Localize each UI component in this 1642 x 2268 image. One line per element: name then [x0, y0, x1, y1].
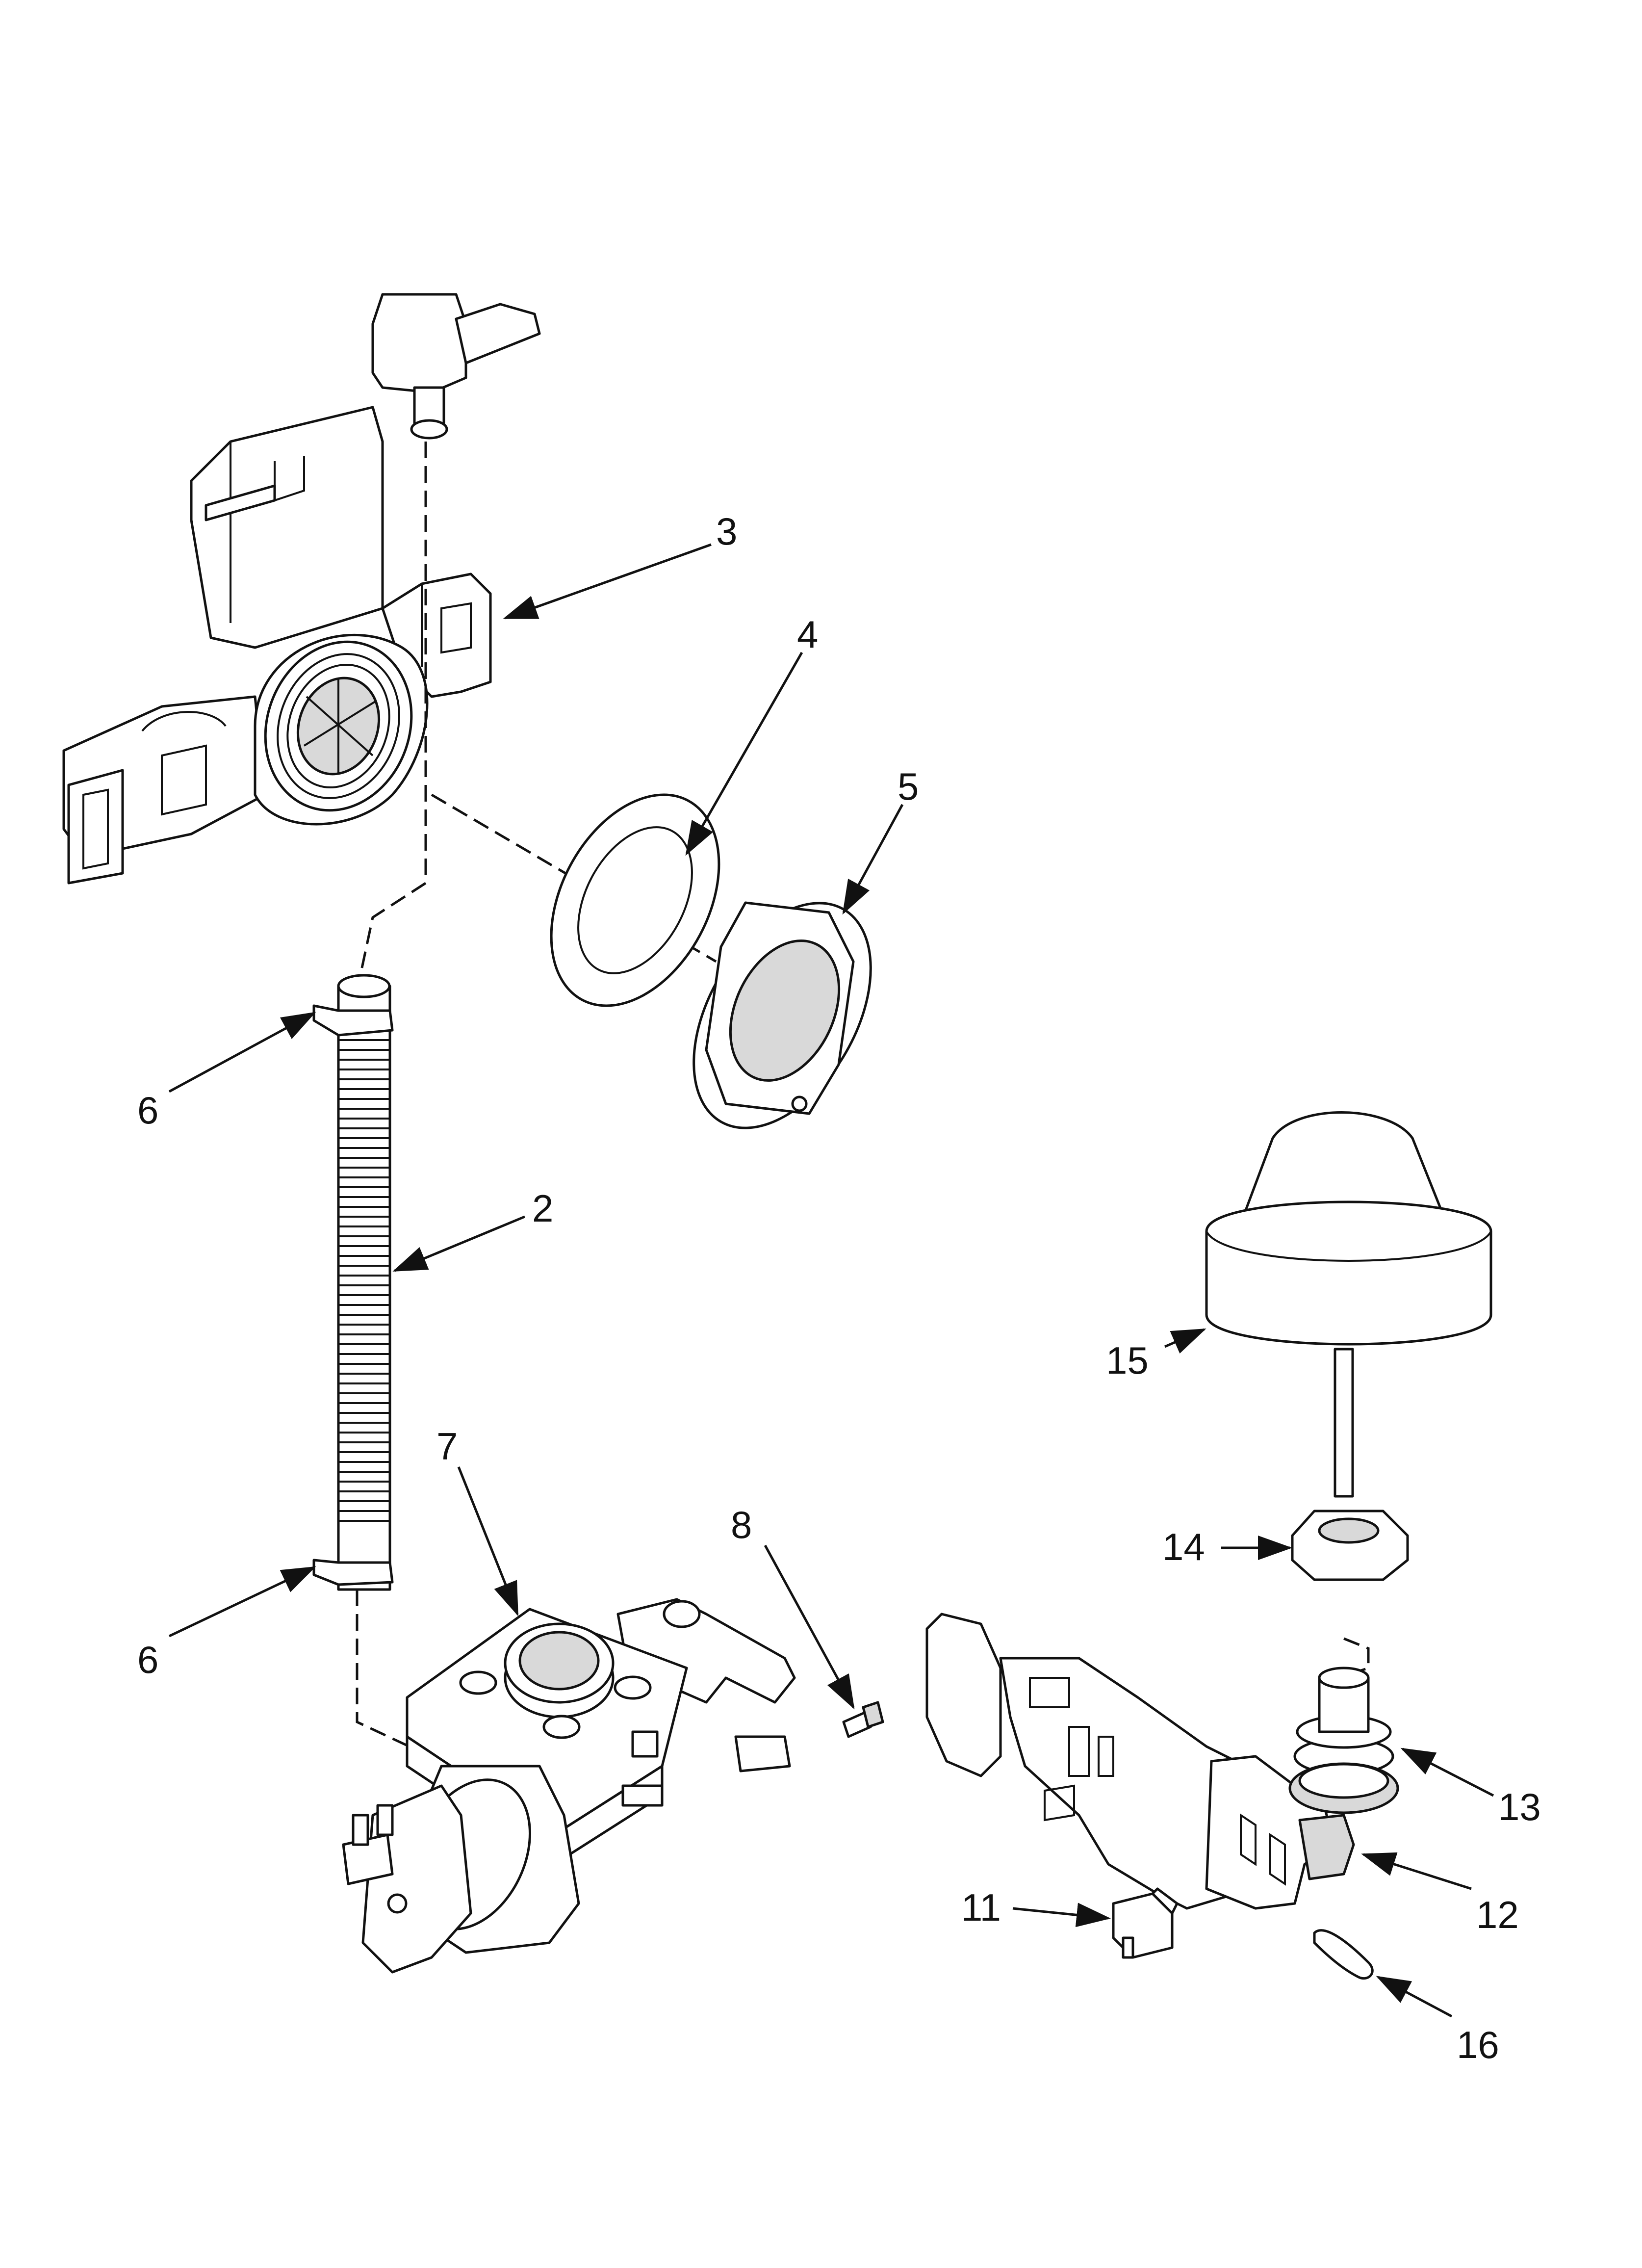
callout-11: 11: [961, 1886, 1001, 1929]
part-15-float: [1205, 1111, 1492, 1498]
part-12-bracket: [925, 1613, 1355, 1910]
part-5-nut: [693, 901, 872, 1129]
callout-8: 8: [731, 1503, 752, 1546]
callout-16: 16: [1457, 2023, 1499, 2066]
leader-lines: [168, 543, 1494, 2018]
callout-13: 13: [1498, 1785, 1541, 1828]
part-16-clip: [1313, 1929, 1374, 1980]
part-7-water-valve: [342, 1598, 796, 1974]
callout-labels: 3 4 5 6 2 6 15 7 8 14 13 11 12 16: [137, 510, 1541, 2066]
callout-4: 4: [797, 613, 818, 656]
part-8-screw: [842, 1701, 884, 1738]
alignment-line-3-2: [357, 442, 427, 987]
part-3-housing: [62, 293, 541, 885]
callout-14: 14: [1162, 1525, 1205, 1568]
callout-6-top: 6: [137, 1089, 158, 1132]
callout-7: 7: [436, 1425, 458, 1468]
callout-2: 2: [532, 1187, 553, 1230]
part-4-gasket: [550, 793, 720, 1007]
callout-15: 15: [1106, 1339, 1149, 1382]
callout-12: 12: [1476, 1893, 1519, 1936]
part-14-hex-nut: [1291, 1510, 1409, 1581]
part-13-float-guide: [1288, 1667, 1399, 1814]
callout-6-bottom: 6: [137, 1638, 158, 1681]
part-11-switch: [1112, 1887, 1179, 1959]
part-2-hose: [312, 974, 394, 1591]
callout-3: 3: [716, 510, 737, 553]
callout-5: 5: [898, 765, 919, 808]
